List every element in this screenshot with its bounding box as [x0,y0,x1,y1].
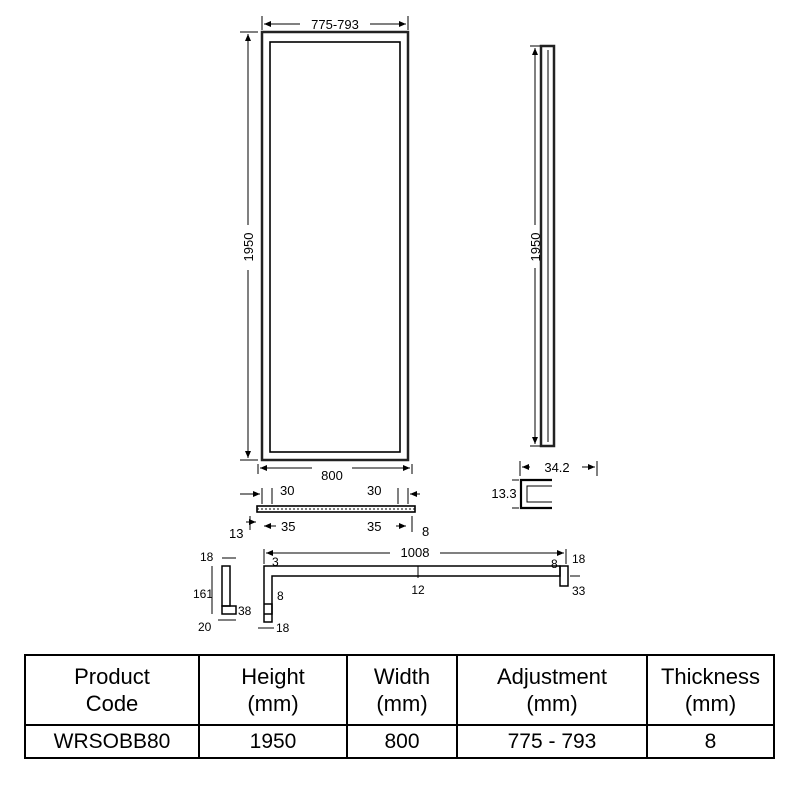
front-height-label: 1950 [241,233,256,262]
plan-view: 30 30 13 35 35 8 [229,483,429,541]
plan-right-30-label: 30 [367,483,381,498]
bar-12-label: 12 [411,583,425,597]
bracket-18-label: 18 [200,550,214,564]
bracket-20-label: 20 [198,620,212,634]
cell-height: 1950 [198,724,348,759]
bar-right-8-label: 8 [551,557,558,571]
header-height: Height(mm) [198,654,348,726]
front-outer-frame [260,30,410,462]
side-profile-outer [539,44,556,448]
profile-depth-label: 13.3 [491,486,516,501]
side-view: 1950 [528,44,556,448]
side-height-label: 1950 [528,233,543,262]
front-inner-frame [269,41,401,453]
plan-right-8-label: 8 [422,524,429,539]
bar-right-33-label: 33 [572,584,586,598]
cell-adjustment: 775 - 793 [456,724,648,759]
front-view: 775-793 1950 800 [240,16,413,483]
table-row: WRSOBB80 1950 800 775 - 793 8 [24,724,775,759]
header-adjustment: Adjustment(mm) [456,654,648,726]
support-bar-detail: 1008 3 12 8 18 33 8 18 [258,545,586,635]
header-thickness: Thickness(mm) [646,654,775,726]
bar-3-label: 3 [272,555,279,569]
bracket-161-label: 161 [193,587,213,601]
cell-product-code: WRSOBB80 [24,724,200,759]
cell-width: 800 [346,724,458,759]
plan-left-35-label: 35 [281,519,295,534]
bar-right-18-label: 18 [572,552,586,566]
bracket-38-label: 38 [238,604,252,618]
plan-right-35-label: 35 [367,519,381,534]
bracket-detail: 18 161 38 20 [193,550,252,634]
channel-profile: 34.2 13.3 [491,460,598,510]
cell-thickness: 8 [646,724,775,759]
bottom-width-label: 800 [321,468,343,483]
header-width: Width(mm) [346,654,458,726]
profile-width-label: 34.2 [544,460,569,475]
plan-left-13-label: 13 [229,526,243,541]
bar-left-18-label: 18 [276,621,290,635]
front-width-label: 775-793 [311,17,359,32]
bar-left-8-label: 8 [277,589,284,603]
plan-left-30-label: 30 [280,483,294,498]
bar-length-label: 1008 [401,545,430,560]
